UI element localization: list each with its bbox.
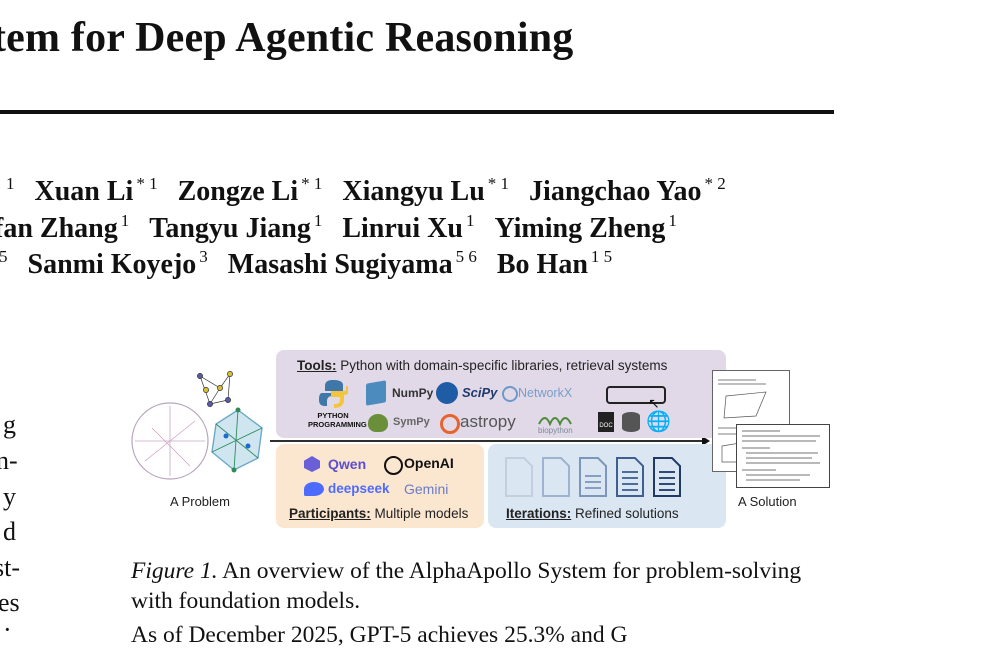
deepseek-logo: deepseek <box>328 481 390 496</box>
scipy-logo: SciPy <box>462 385 498 400</box>
iterations-title: Iterations: Refined solutions <box>506 506 679 521</box>
author-name: 1 <box>3 174 15 207</box>
figure-caption: Figure 1. An overview of the AlphaApollo… <box>131 558 802 614</box>
author-name-text: Yiming Zheng <box>494 213 666 244</box>
tools-panel: Tools: Python with domain-specific libra… <box>276 350 726 438</box>
author-name: Xuan Li* 1 <box>34 174 158 207</box>
participants-title: Participants: Multiple models <box>289 506 469 521</box>
author-name-text: Tangyu Jiang <box>149 213 311 244</box>
body-text-line: As of December 2025, GPT-5 achieves 25.3… <box>131 622 628 648</box>
author-affiliation: 1 <box>668 211 677 230</box>
author-name-text: Masashi Sugiyama <box>227 249 453 280</box>
numpy-icon <box>366 380 386 406</box>
left-fragment: es <box>0 588 20 617</box>
gemini-logo: Gemini <box>404 481 449 497</box>
cursor-icon: ↖ <box>648 396 660 412</box>
figure-1: A Problem Tools: Python with domain-spec… <box>130 346 840 536</box>
scipy-icon <box>436 382 458 404</box>
author-affiliation: 1 5 <box>590 247 613 266</box>
left-fragment: · <box>3 615 12 644</box>
author-name-text: Xiangyu Lu <box>342 176 485 207</box>
author-affiliation: * 1 <box>301 174 323 193</box>
author-affiliation: 1 <box>120 211 130 230</box>
title-rule <box>0 110 834 114</box>
left-fragment: d <box>3 517 16 546</box>
left-fragment: st- <box>0 553 20 582</box>
left-fragment: g <box>3 410 16 439</box>
author-name-text: Zongze Li <box>177 176 299 207</box>
sympy-icon <box>368 414 388 432</box>
flow-arrow <box>270 436 710 446</box>
deepseek-icon <box>304 482 324 496</box>
networkx-logo: NetworkX <box>518 386 573 400</box>
openai-icon <box>384 456 403 475</box>
globe-icon: 🌐 <box>646 409 671 433</box>
author-affiliation: 1 <box>465 211 475 230</box>
author-name-text: Bo Han <box>496 249 588 280</box>
biopython-icon <box>538 417 572 426</box>
python-icon <box>319 380 348 408</box>
document-progression-icons <box>505 457 681 497</box>
doc-icon: DOC <box>598 412 614 432</box>
author-name: Zongze Li* 1 <box>177 174 323 207</box>
left-fragment: n- <box>0 446 18 475</box>
iterations-panel: Iterations: Refined solutions <box>488 444 726 528</box>
numpy-logo: NumPy <box>392 386 434 400</box>
openai-logo: OpenAI <box>404 455 454 471</box>
author-name-text: Linrui Xu <box>342 213 463 244</box>
author-affiliation: 1 <box>313 211 323 230</box>
author-affiliation: 5 6 <box>455 247 477 266</box>
biopython-logo: biopython <box>538 426 573 435</box>
solution-code-lines <box>742 430 820 481</box>
solution-label: A Solution <box>738 494 797 509</box>
qwen-icon <box>304 456 320 472</box>
solution-sheet-front <box>736 424 830 488</box>
author-name: 5 <box>0 247 8 280</box>
problem-illustration <box>131 371 263 480</box>
author-name: Xiangyu Lu* 1 <box>342 174 510 207</box>
left-fragment: y <box>3 482 16 511</box>
author-affiliation: 5 <box>0 247 8 266</box>
python-programming-label: PYTHON PROGRAMMING <box>308 411 367 429</box>
author-affiliation: * 1 <box>136 174 158 193</box>
author-name-text: Xuan Li <box>34 176 134 207</box>
astropy-logo: astropy <box>460 412 516 431</box>
astropy-icon <box>440 414 460 434</box>
author-affiliation: * 1 <box>487 174 510 193</box>
author-name-text: fan Zhang <box>0 213 118 244</box>
tools-title: Tools: Python with domain-specific libra… <box>297 358 668 373</box>
author-name: Jiangchao Yao* 2 <box>529 174 726 207</box>
problem-label: A Problem <box>170 494 230 509</box>
networkx-icon <box>502 386 518 402</box>
author-name-text: Jiangchao Yao <box>529 176 702 207</box>
author-affiliation: * 2 <box>704 174 726 193</box>
paper-title: tem for Deep Agentic Reasoning <box>0 15 574 61</box>
qwen-logo: Qwen <box>328 456 367 472</box>
participants-panel: Qwen OpenAI deepseek Gemini Participants… <box>276 444 484 528</box>
database-icon <box>622 412 640 432</box>
author-name-text: Sanmi Koyejo <box>27 249 197 280</box>
author-affiliation: 1 <box>6 174 15 193</box>
sympy-logo: SymPy <box>393 416 430 428</box>
author-affiliation: 3 <box>199 247 208 266</box>
search-box-icon <box>606 386 666 404</box>
